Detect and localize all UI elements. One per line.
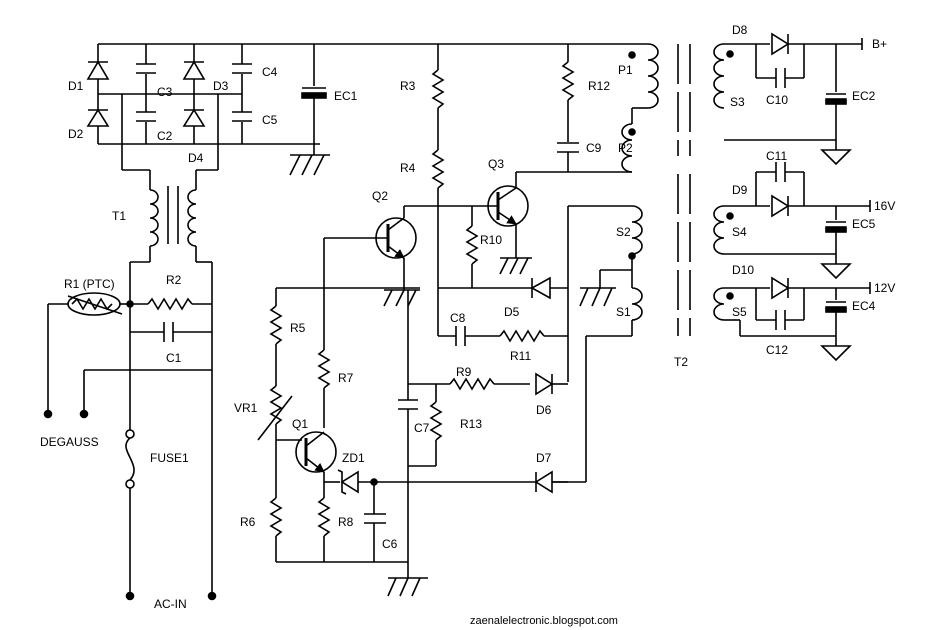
label-q1: Q1 xyxy=(292,417,308,431)
label-c5: C5 xyxy=(262,113,278,127)
label-t1: T1 xyxy=(112,209,126,223)
component-labels: D1 D2 C3 C2 D3 C4 C5 D4 EC1 T1 R1 (PTC) … xyxy=(40,23,895,627)
label-degauss: DEGAUSS xyxy=(40,435,99,449)
label-p2: P2 xyxy=(618,141,633,155)
label-r10: R10 xyxy=(480,233,502,247)
label-ec2: EC2 xyxy=(852,89,876,103)
primary-switching xyxy=(257,44,632,597)
label-ec5: EC5 xyxy=(852,217,876,231)
label-c9: C9 xyxy=(586,141,602,155)
label-d3: D3 xyxy=(213,79,229,93)
label-r7: R7 xyxy=(338,371,354,385)
label-s1: S1 xyxy=(616,305,631,319)
label-r11: R11 xyxy=(510,349,531,363)
label-ec1: EC1 xyxy=(334,89,358,103)
label-c2: C2 xyxy=(157,129,173,143)
label-q2: Q2 xyxy=(372,189,388,203)
label-r3: R3 xyxy=(400,79,416,93)
label-r8: R8 xyxy=(338,515,354,529)
label-s5: S5 xyxy=(732,305,747,319)
label-q3: Q3 xyxy=(488,157,504,171)
label-r4: R4 xyxy=(400,161,416,175)
label-r12: R12 xyxy=(588,79,610,93)
label-c3: C3 xyxy=(157,85,173,99)
label-c4: C4 xyxy=(262,65,278,79)
label-r2: R2 xyxy=(166,273,182,287)
label-16v: 16V xyxy=(874,199,895,213)
label-r1: R1 (PTC) xyxy=(64,277,115,291)
choke-t1 xyxy=(122,169,218,596)
label-c12: C12 xyxy=(766,343,788,357)
secondary-outputs xyxy=(713,32,871,362)
label-t2: T2 xyxy=(674,355,688,369)
label-d6: D6 xyxy=(536,403,552,417)
label-r13: R13 xyxy=(460,417,482,431)
label-d2: D2 xyxy=(68,127,84,141)
label-d10: D10 xyxy=(732,263,754,277)
label-c6: C6 xyxy=(382,537,398,551)
label-fuse1: FUSE1 xyxy=(150,451,189,465)
label-p1: P1 xyxy=(618,63,633,77)
label-b-plus: B+ xyxy=(872,37,887,51)
label-s2: S2 xyxy=(616,225,631,239)
label-zd1: ZD1 xyxy=(342,451,365,465)
label-r9: R9 xyxy=(456,365,472,379)
footer-credit: zaenalelectronic.blogspot.com xyxy=(470,615,618,627)
label-d1: D1 xyxy=(68,79,84,93)
label-d5: D5 xyxy=(504,305,520,319)
label-12v: 12V xyxy=(874,281,895,295)
label-c8: C8 xyxy=(450,311,466,325)
label-ac-in: AC-IN xyxy=(154,597,187,611)
label-c11: C11 xyxy=(766,149,787,163)
transformer-t2 xyxy=(570,43,691,336)
label-r5: R5 xyxy=(290,321,306,335)
label-vr1: VR1 xyxy=(234,401,258,415)
input-filter xyxy=(43,292,217,601)
label-c7: C7 xyxy=(414,421,430,435)
label-s4: S4 xyxy=(732,225,747,239)
label-d9: D9 xyxy=(732,183,748,197)
label-d7: D7 xyxy=(536,451,552,465)
label-c10: C10 xyxy=(766,93,788,107)
label-d8: D8 xyxy=(732,23,748,37)
label-ec4: EC4 xyxy=(852,299,876,313)
label-s3: S3 xyxy=(730,95,745,109)
label-d4: D4 xyxy=(188,151,204,165)
label-c1: C1 xyxy=(166,351,182,365)
bridge-rectifier xyxy=(86,43,570,176)
label-r6: R6 xyxy=(240,515,256,529)
